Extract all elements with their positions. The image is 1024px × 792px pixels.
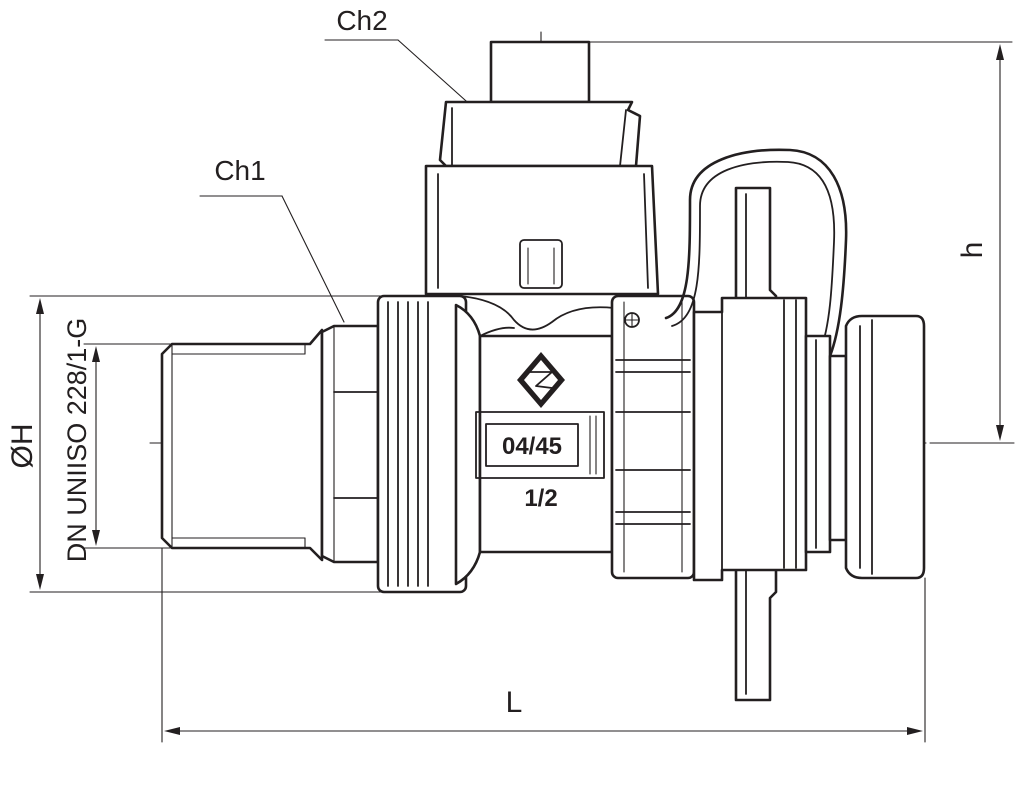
- valve-body: [376, 294, 696, 594]
- body-marking-size: 1/2: [524, 485, 557, 512]
- dimension-l-label: L: [506, 686, 523, 719]
- dimension-h: [589, 41, 1013, 444]
- diamond-logo-icon: [517, 352, 565, 408]
- dimension-diameter-label: ØH: [6, 424, 39, 469]
- dimension-l: [161, 547, 926, 743]
- ch1-label: Ch1: [214, 155, 265, 186]
- threaded-nipple: [160, 328, 324, 562]
- security-cable: [664, 148, 848, 358]
- hex-nut-ch1: [320, 324, 380, 564]
- dimension-h-label: h: [956, 242, 989, 259]
- ch2-label: Ch2: [336, 5, 387, 36]
- dimension-thread: [83, 343, 171, 549]
- thread-spec-label: DN UNIISO 228/1-G: [62, 318, 92, 563]
- union-flange: [692, 186, 926, 702]
- dimension-diameter: [29, 295, 391, 593]
- body-marking-date: 04/45: [502, 433, 562, 460]
- valve-handle-ch2: [424, 40, 660, 296]
